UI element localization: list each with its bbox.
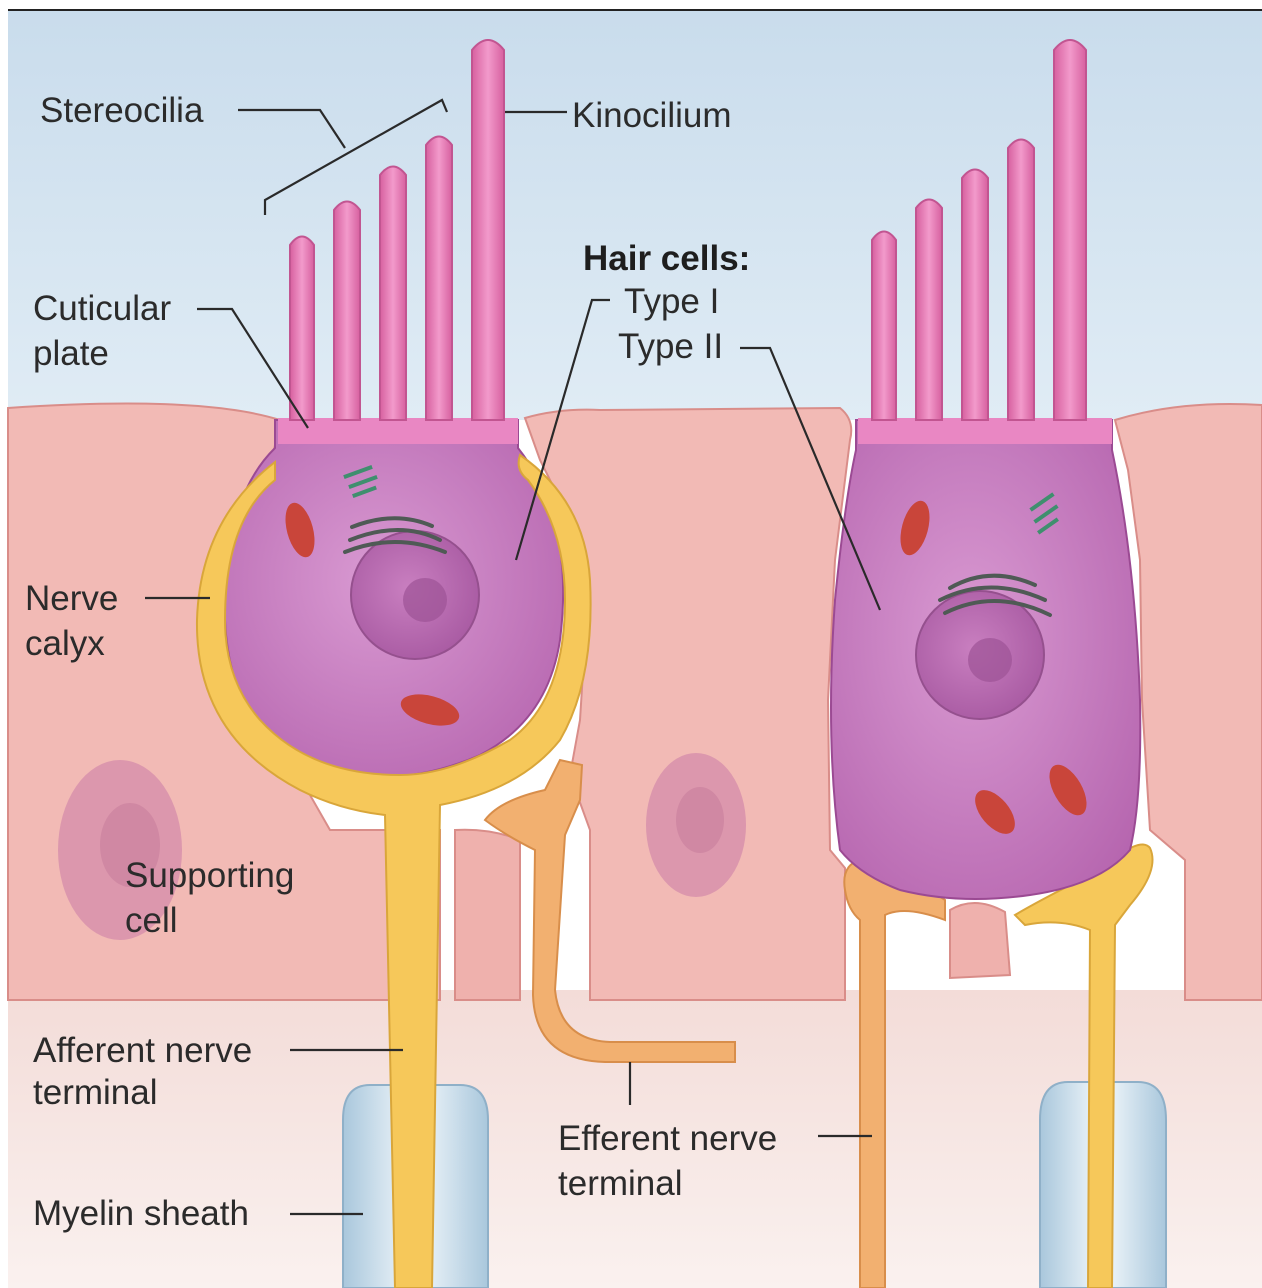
cuticular-plate-i (278, 418, 518, 444)
label-afferent-line2: terminal (33, 1073, 157, 1112)
label-supporting-cell-line2: cell (125, 901, 178, 940)
kinocilium-i (472, 40, 504, 420)
label-myelin-sheath: Myelin sheath (33, 1194, 249, 1233)
label-cuticular-plate-line2: plate (33, 334, 109, 373)
type-ii-hair-cell (831, 418, 1140, 899)
label-efferent-line2: terminal (558, 1164, 682, 1203)
label-stereocilia: Stereocilia (40, 91, 204, 130)
label-type-i: Type I (624, 282, 719, 321)
label-nerve-calyx-line1: Nerve (25, 579, 118, 618)
label-cuticular-plate-line1: Cuticular (33, 289, 171, 328)
cuticular-plate-ii (858, 418, 1112, 444)
label-hair-cells-heading: Hair cells: (583, 239, 750, 278)
label-supporting-cell-line1: Supporting (125, 856, 294, 895)
label-afferent-line1: Afferent nerve (33, 1031, 252, 1070)
label-nerve-calyx-line2: calyx (25, 624, 105, 663)
label-type-ii: Type II (618, 327, 723, 366)
label-efferent-line1: Efferent nerve (558, 1119, 777, 1158)
kinocilium-ii (1054, 40, 1086, 420)
label-kinocilium: Kinocilium (572, 96, 732, 135)
